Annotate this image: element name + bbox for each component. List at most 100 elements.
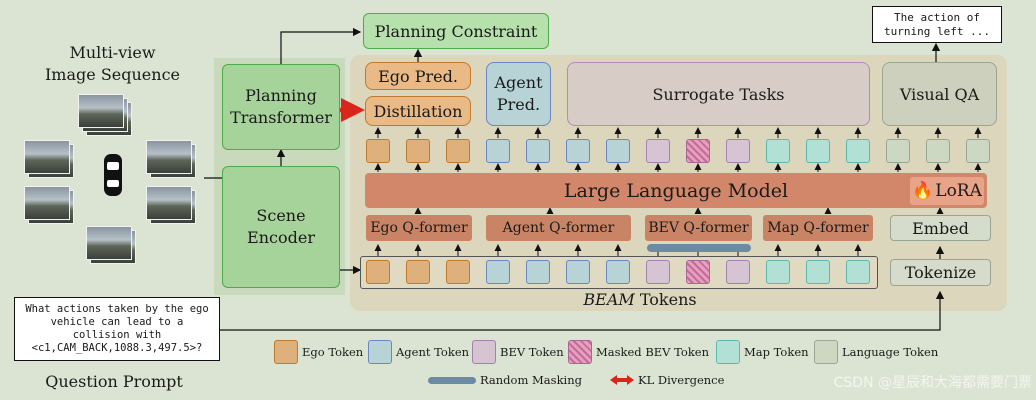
legend-kl: KL Divergence [610,373,724,387]
tokenize-box: Tokenize [890,259,991,286]
output-language-token [966,139,990,163]
planning-transformer-box: Planning Transformer [222,64,340,150]
multiview-title: Multi-view Image Sequence [20,42,205,86]
output-bev-token [726,139,750,163]
lora-badge: 🔥 LoRA [910,177,984,205]
beam-agent-token [486,260,510,284]
question-prompt-box: What actions taken by the ego vehicle ca… [14,297,220,361]
planning-transformer-label: Planning Transformer [230,86,332,127]
legend-agent-swatch [368,340,392,364]
ego-pred-box: Ego Pred. [365,62,471,90]
beam-ego-token [446,260,470,284]
planning-constraint-box: Planning Constraint [363,13,549,49]
legend-language-label: Language Token [842,345,939,359]
distillation-label: Distillation [373,101,463,121]
output-map-token [766,139,790,163]
beam-tokens-caption: BEAM Tokens [560,290,720,309]
llm-bar: Large Language Model [365,173,987,208]
bev-qformer: BEV Q-former [645,215,752,241]
camera-view-front-left [24,140,70,174]
answer-text: The action of turning left ... [884,10,990,38]
beam-agent-token [606,260,630,284]
lora-label: LoRA [935,181,982,201]
beam-ego-token [366,260,390,284]
beam-tokens-caption-em: BEAM [583,290,635,309]
output-bev-token [646,139,670,163]
legend-language: Language Token [814,340,938,364]
camera-view-back-right [146,186,192,220]
embed-box: Embed [890,215,991,241]
ego-pred-label: Ego Pred. [378,66,458,86]
ego-qformer-label: Ego Q-former [370,220,468,236]
legend-agent-label: Agent Token [396,345,470,359]
scene-encoder-label: Scene Encoder [247,206,315,247]
legend-language-swatch [814,340,838,364]
beam-agent-token [566,260,590,284]
map-qformer: Map Q-former [763,215,873,241]
ego-car-icon [104,154,122,196]
legend-random-masking-swatch [428,376,476,384]
beam-ego-token [406,260,430,284]
output-ego-token [406,139,430,163]
camera-view-front [78,94,124,128]
output-language-token [926,139,950,163]
question-prompt-text: What actions taken by the ego vehicle ca… [25,303,209,354]
beam-map-token [846,260,870,284]
output-map-token [806,139,830,163]
output-map-token [846,139,870,163]
legend-random-masking-label: Random Masking [480,373,582,387]
beam-tokens-caption-rest: Tokens [639,290,697,309]
visual-qa-label: Visual QA [899,84,980,104]
kl-arrow-icon [610,375,634,385]
output-ego-token [366,139,390,163]
legend-bev-label: BEV Token [500,345,564,359]
legend-map-label: Map Token [744,345,809,359]
beam-map-token [766,260,790,284]
output-agent-token [566,139,590,163]
tokenize-label: Tokenize [904,263,977,282]
output-masked-bev-token [686,139,710,163]
agent-qformer-label: Agent Q-former [502,220,615,236]
legend-masked-bev: Masked BEV Token [568,340,709,364]
legend-ego-label: Ego Token [302,345,364,359]
map-qformer-label: Map Q-former [767,220,869,236]
beam-bev-token [646,260,670,284]
watermark: CSDN @星辰和大海都需要门票 [833,375,1032,391]
agent-qformer: Agent Q-former [486,215,631,241]
output-agent-token [526,139,550,163]
planning-constraint-label: Planning Constraint [374,21,538,41]
distillation-box: Distillation [365,96,471,126]
output-agent-token [486,139,510,163]
question-prompt-label: Question Prompt [45,372,183,391]
multiview-images [20,92,210,272]
scene-encoder-box: Scene Encoder [222,166,340,288]
visual-qa-box: Visual QA [882,62,997,126]
embed-label: Embed [912,218,969,238]
answer-box: The action of turning left ... [872,6,1002,43]
beam-agent-token [526,260,550,284]
legend-map-swatch [716,340,740,364]
output-ego-token [446,139,470,163]
bev-qformer-label: BEV Q-former [648,220,749,236]
camera-view-back-left [24,186,70,220]
legend-ego-swatch [274,340,298,364]
llm-label: Large Language Model [563,179,789,202]
legend-random-masking: Random Masking [428,373,582,387]
surrogate-tasks-label: Surrogate Tasks [652,84,785,104]
legend-masked-bev-swatch [568,340,592,364]
camera-view-front-right [146,140,192,174]
legend-map: Map Token [716,340,809,364]
legend-ego: Ego Token [274,340,363,364]
output-agent-token [606,139,630,163]
beam-masked-bev-token [686,260,710,284]
legend-bev-swatch [472,340,496,364]
legend-agent: Agent Token [368,340,469,364]
legend-kl-label: KL Divergence [638,373,725,387]
ego-qformer: Ego Q-former [366,215,472,241]
agent-pred-label: Agent Pred. [494,73,543,114]
fire-icon: 🔥 [912,181,934,201]
multiview-title-line2: Image Sequence [44,65,180,84]
output-language-token [886,139,910,163]
random-masking-bar [647,244,751,252]
